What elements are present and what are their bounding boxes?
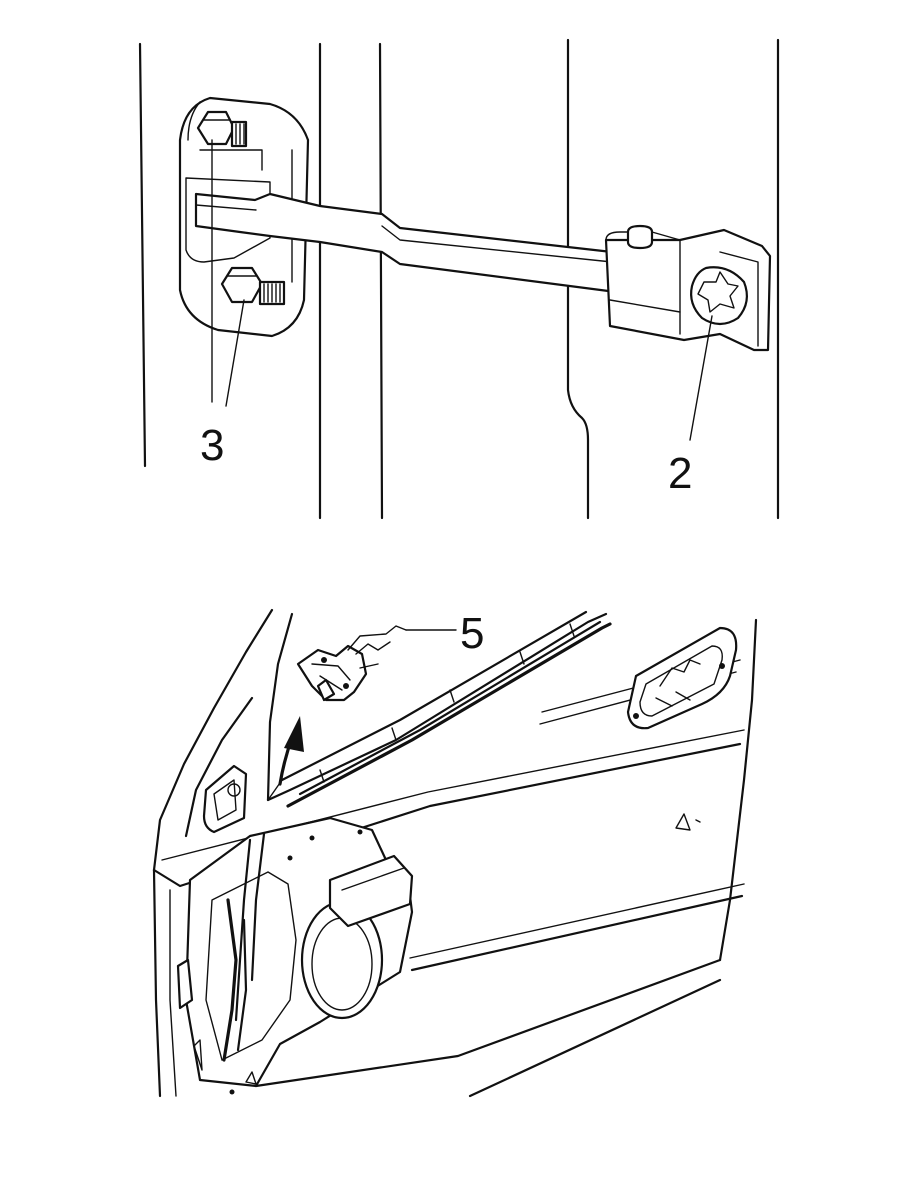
door-pillar-lines xyxy=(138,38,780,520)
lower-bolt xyxy=(220,266,286,306)
upper-bolt xyxy=(196,110,248,148)
door-hinge-edge xyxy=(152,868,203,1098)
callout-2: 2 xyxy=(668,449,692,498)
door-check-strap-illustration: 3 2 xyxy=(138,38,780,520)
callout-5: 5 xyxy=(460,609,484,658)
front-door-illustration: 5 xyxy=(152,608,758,1098)
strap-bracket xyxy=(604,224,772,352)
window-seal-strip xyxy=(286,620,612,808)
removal-arrow xyxy=(278,716,304,786)
door-lock-assembly xyxy=(296,625,407,702)
door-inner-structure xyxy=(184,816,414,1095)
mirror-mount xyxy=(202,764,248,834)
callout-3: 3 xyxy=(200,421,224,470)
leader-lines-top xyxy=(211,139,713,441)
door-handle xyxy=(626,626,738,730)
